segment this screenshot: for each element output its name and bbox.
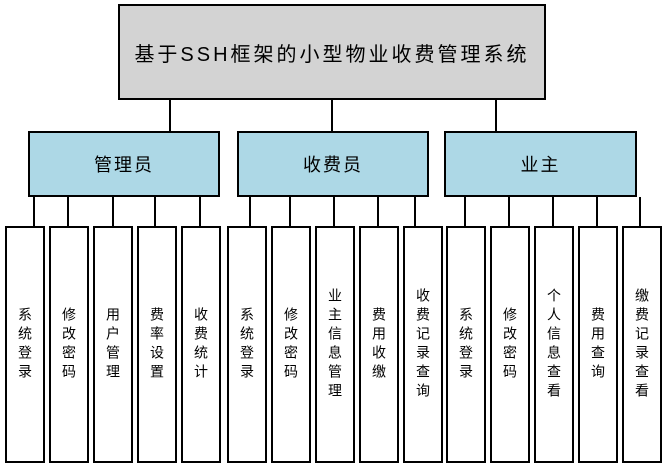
leaf-node: 费用收缴 — [359, 226, 399, 463]
role-node-admin: 管理员 — [28, 131, 220, 197]
connector-line — [495, 100, 497, 131]
root-node: 基于SSH框架的小型物业收费管理系统 — [118, 4, 546, 100]
leaf-node: 修改密码 — [271, 226, 311, 463]
leaf-node: 系统登录 — [446, 226, 486, 463]
connector-line — [199, 197, 201, 226]
connector-line — [289, 197, 291, 226]
connector-line — [249, 197, 251, 226]
connector-line — [552, 197, 554, 226]
leaf-node: 修改密码 — [490, 226, 530, 463]
leaf-node: 缴费记录查看 — [622, 226, 662, 463]
role-node-owner: 业主 — [444, 131, 637, 197]
connector-line — [333, 197, 335, 226]
connector-line — [596, 197, 598, 226]
connector-line — [331, 100, 333, 131]
leaf-node: 用户管理 — [93, 226, 133, 463]
connector-line — [639, 197, 641, 226]
leaf-node: 收费统计 — [181, 226, 221, 463]
leaf-node: 修改密码 — [49, 226, 89, 463]
connector-line — [464, 197, 466, 226]
role-node-collector: 收费员 — [237, 131, 429, 197]
connector-line — [377, 197, 379, 226]
connector-line — [33, 197, 35, 226]
connector-line — [508, 197, 510, 226]
connector-line — [67, 197, 69, 226]
leaf-node: 业主信息管理 — [315, 226, 355, 463]
leaf-node: 费率设置 — [137, 226, 177, 463]
connector-line — [112, 197, 114, 226]
leaf-node: 收费记录查询 — [403, 226, 443, 463]
leaf-node: 系统登录 — [227, 226, 267, 463]
connector-line — [154, 197, 156, 226]
leaf-node: 费用查询 — [578, 226, 618, 463]
leaf-node: 系统登录 — [5, 226, 45, 463]
connector-line — [414, 197, 416, 226]
leaf-node: 个人信息查看 — [534, 226, 574, 463]
connector-line — [169, 100, 171, 131]
